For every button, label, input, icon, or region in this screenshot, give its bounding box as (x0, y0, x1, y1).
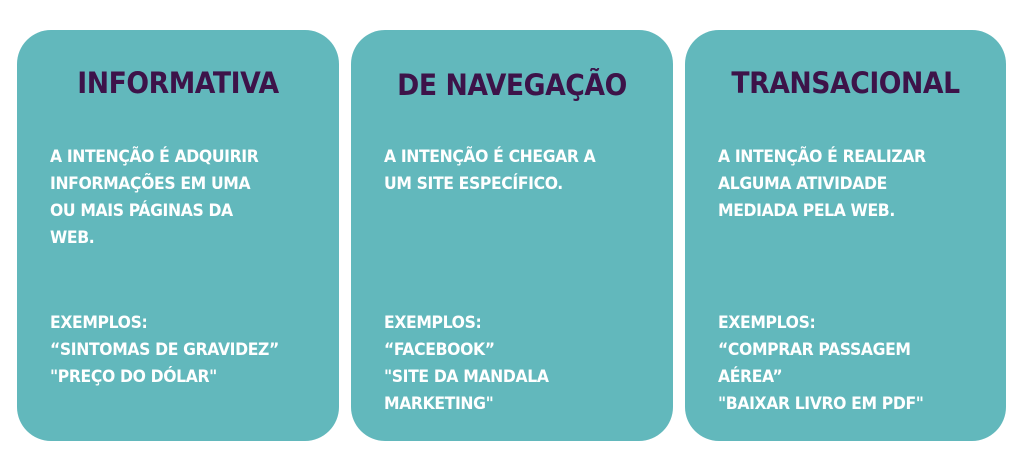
description-line: A INTENÇÃO É REALIZAR (718, 147, 926, 167)
card-description: A INTENÇÃO É CHEGAR A UM SITE ESPECÍFICO… (384, 144, 654, 198)
card-title: DE NAVEGAÇÃO (397, 68, 627, 102)
description-line: ALGUMA ATIVIDADE (718, 174, 887, 194)
card-description: A INTENÇÃO É REALIZAR ALGUMA ATIVIDADE M… (718, 144, 988, 225)
description-line: A INTENÇÃO É ADQUIRIR (50, 147, 259, 167)
card-examples: EXEMPLOS: “SINTOMAS DE GRAVIDEZ” "PREÇO … (50, 310, 320, 391)
card-description: A INTENÇÃO É ADQUIRIR INFORMAÇÕES EM UMA… (50, 144, 320, 252)
card-examples: EXEMPLOS: “COMPRAR PASSAGEM AÉREA” "BAIX… (718, 310, 988, 418)
description-line: UM SITE ESPECÍFICO. (384, 174, 563, 194)
example-line: "BAIXAR LIVRO EM PDF" (718, 394, 924, 414)
card-de-navegacao: DE NAVEGAÇÃO A INTENÇÃO É CHEGAR A UM SI… (351, 30, 673, 441)
card-transacional: TRANSACIONAL A INTENÇÃO É REALIZAR ALGUM… (685, 30, 1006, 441)
card-title: TRANSACIONAL (731, 66, 960, 100)
description-line: WEB. (50, 228, 95, 248)
example-line: AÉREA” (718, 367, 783, 387)
card-informativa: INFORMATIVA A INTENÇÃO É ADQUIRIR INFORM… (17, 30, 339, 441)
card-title: INFORMATIVA (77, 66, 279, 100)
example-line: "SITE DA MANDALA (384, 367, 549, 387)
example-line: "PREÇO DO DÓLAR" (50, 367, 217, 387)
example-line: “FACEBOOK” (384, 340, 495, 360)
examples-label: EXEMPLOS: (50, 313, 148, 333)
example-line: MARKETING" (384, 394, 494, 414)
example-line: “SINTOMAS DE GRAVIDEZ” (50, 340, 279, 360)
examples-label: EXEMPLOS: (718, 313, 816, 333)
description-line: A INTENÇÃO É CHEGAR A (384, 147, 596, 167)
example-line: “COMPRAR PASSAGEM (718, 340, 911, 360)
description-line: MEDIADA PELA WEB. (718, 201, 895, 221)
description-line: INFORMAÇÕES EM UMA (50, 174, 251, 194)
card-examples: EXEMPLOS: “FACEBOOK” "SITE DA MANDALA MA… (384, 310, 654, 418)
examples-label: EXEMPLOS: (384, 313, 482, 333)
description-line: OU MAIS PÁGINAS DA (50, 201, 233, 221)
